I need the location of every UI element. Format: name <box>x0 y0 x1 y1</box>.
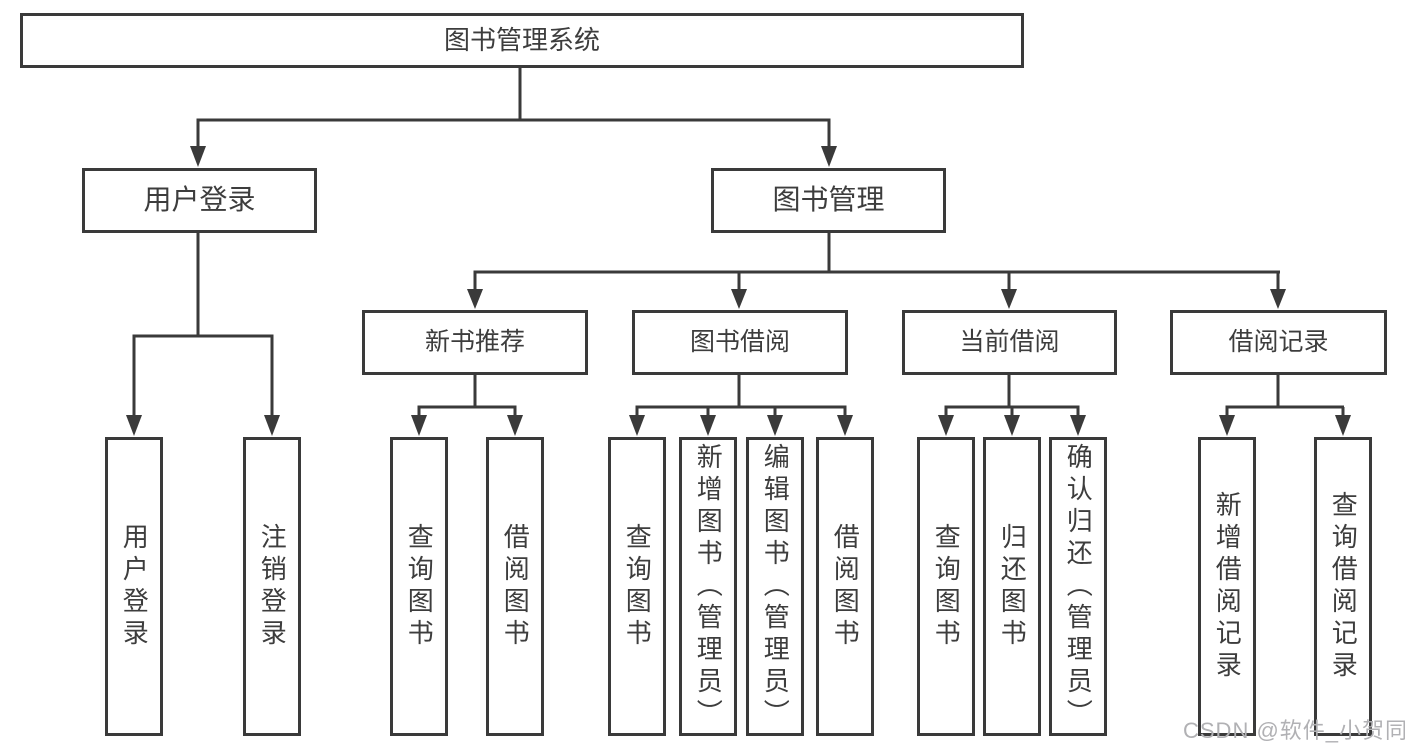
leaf-query-borrow-record: 查询借阅记录 <box>1314 437 1372 736</box>
node-user-login: 用户登录 <box>82 168 317 233</box>
leaf-edit-book-admin: 编辑图书（管理员） <box>746 437 804 736</box>
node-book-management: 图书管理 <box>711 168 946 233</box>
leaf-borrow-books-recommend: 借阅图书 <box>486 437 544 736</box>
leaf-query-books-recommend: 查询图书 <box>390 437 448 736</box>
node-borrow-records: 借阅记录 <box>1170 310 1387 375</box>
edge-book-management-to-level3 <box>467 233 1286 309</box>
leaf-borrow-books: 借阅图书 <box>816 437 874 736</box>
leaf-user-login: 用户登录 <box>105 437 163 736</box>
node-root: 图书管理系统 <box>20 13 1024 68</box>
node-book-borrow: 图书借阅 <box>632 310 848 375</box>
edge-current-borrow-to-children <box>938 375 1086 436</box>
node-new-book-recommend: 新书推荐 <box>362 310 588 375</box>
edge-root-to-level2 <box>190 68 837 167</box>
node-current-borrow: 当前借阅 <box>902 310 1117 375</box>
edge-book-borrow-to-children <box>629 375 853 436</box>
leaf-return-book: 归还图书 <box>983 437 1041 736</box>
leaf-confirm-return-admin: 确认归还（管理员） <box>1049 437 1107 736</box>
leaf-query-books-current: 查询图书 <box>917 437 975 736</box>
edge-new-book-recommend-to-children <box>411 375 523 436</box>
leaf-add-book-admin: 新增图书（管理员） <box>679 437 737 736</box>
leaf-add-borrow-record: 新增借阅记录 <box>1198 437 1256 736</box>
leaf-query-books-borrow: 查询图书 <box>608 437 666 736</box>
edge-borrow-records-to-children <box>1219 375 1351 436</box>
watermark: CSDN @软件_小贺同学 <box>1183 718 1405 743</box>
edge-user-login-to-children <box>126 233 280 436</box>
leaf-logout: 注销登录 <box>243 437 301 736</box>
